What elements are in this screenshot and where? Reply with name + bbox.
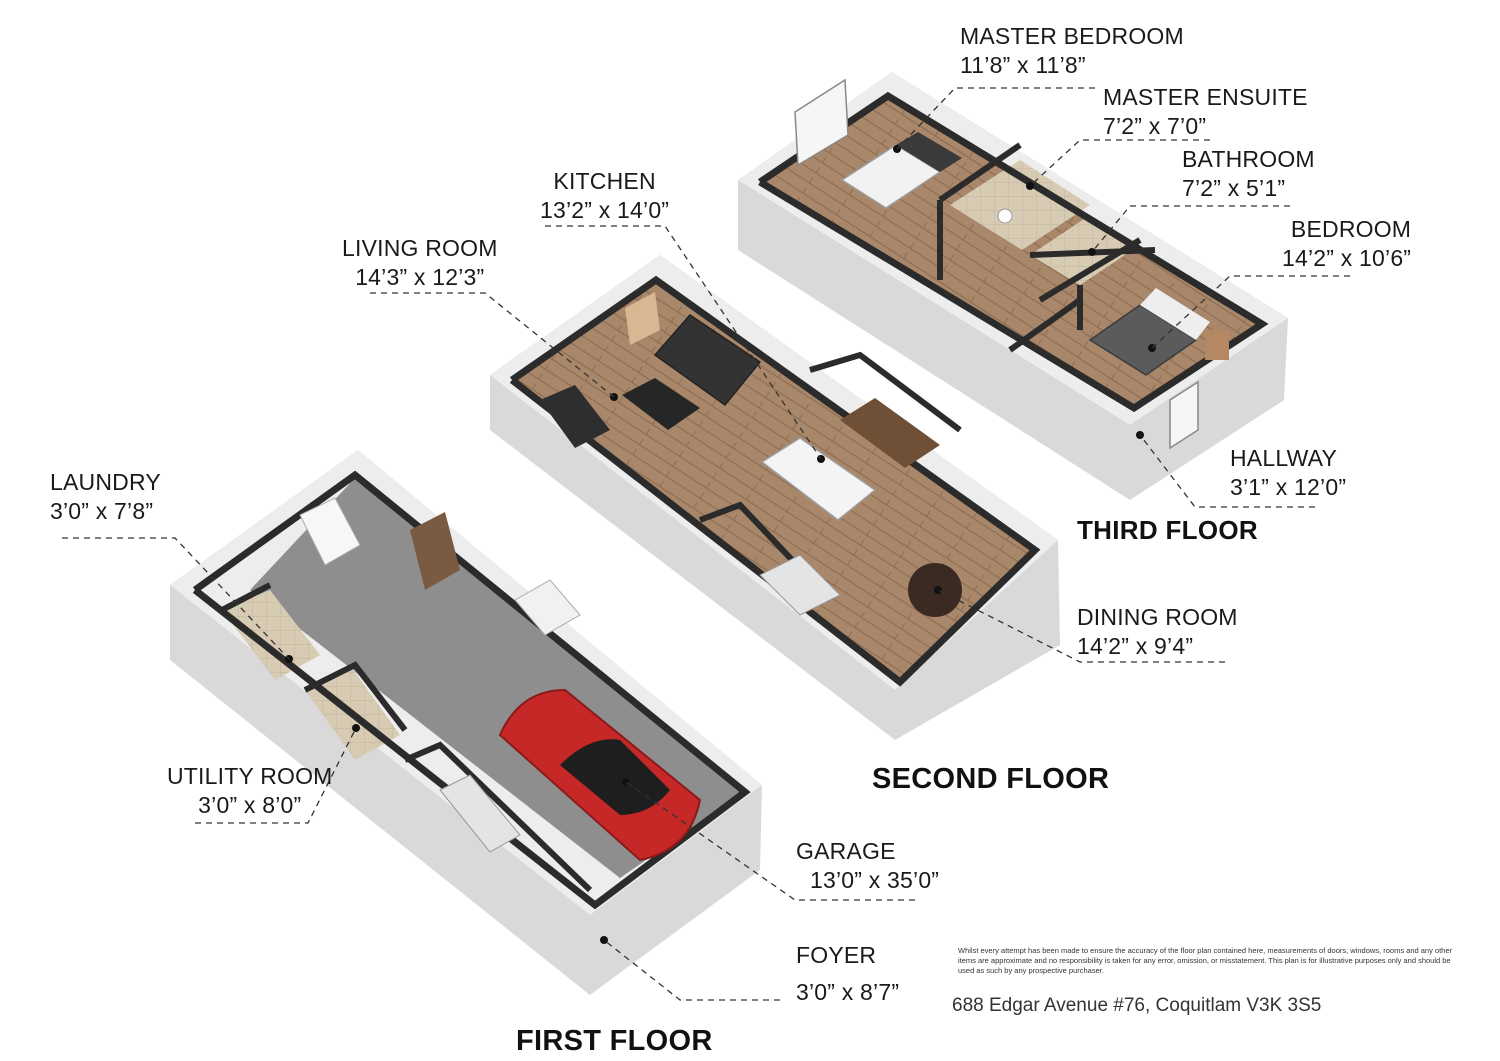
- foyer-marker: [600, 936, 608, 944]
- third-floor-plan: [738, 72, 1288, 500]
- master-bed: [840, 132, 962, 209]
- leader-living-room: [370, 292, 615, 398]
- label-garage: GARAGE 13’0” x 35’0”: [796, 837, 939, 895]
- stairs-first: [439, 774, 521, 853]
- stairs-second: [759, 554, 841, 616]
- laundry-name: LAUNDRY: [50, 469, 161, 495]
- coffee-table: [622, 378, 700, 430]
- kitchen-counter: [840, 398, 940, 468]
- leader-bathroom: [1091, 205, 1290, 253]
- label-laundry: LAUNDRY 3’0” x 7’8”: [50, 468, 161, 526]
- first-floor-plan: [170, 450, 762, 995]
- utility-room-marker: [352, 724, 360, 732]
- disclaimer-text: Whilst every attempt has been made to en…: [958, 946, 1453, 975]
- label-foyer: FOYER 3’0” x 8’7”: [796, 937, 899, 1011]
- label-utility-room: UTILITY ROOM 3’0” x 8’0”: [167, 762, 333, 820]
- first-floor-title: FIRST FLOOR: [516, 1025, 713, 1057]
- leader-bedroom: [1151, 275, 1350, 349]
- kitchen-island: [760, 437, 877, 521]
- living-room-sofa: [653, 314, 762, 407]
- foyer-name: FOYER: [796, 942, 877, 968]
- label-bedroom: BEDROOM 14’2” x 10’6”: [1282, 215, 1411, 273]
- kitchen-dims: 13’2” x 14’0”: [540, 197, 670, 223]
- label-master-ensuite: MASTER ENSUITE 7’2” x 7’0”: [1103, 83, 1308, 141]
- master-bedroom-name: MASTER BEDROOM: [960, 23, 1184, 49]
- label-kitchen: KITCHEN 13’2” x 14’0”: [540, 167, 669, 225]
- leader-foyer: [603, 939, 780, 1001]
- bedroom-name: BEDROOM: [1290, 216, 1412, 242]
- property-address: 688 Edgar Avenue #76, Coquitlam V3K 3S5: [952, 995, 1322, 1016]
- leader-lines: [62, 87, 1350, 1001]
- bedroom-dims: 14’2” x 10’6”: [1282, 245, 1412, 271]
- laundry-floor: [222, 590, 320, 680]
- leader-master-bedroom: [896, 87, 1095, 150]
- hallway-name: HALLWAY: [1230, 445, 1338, 471]
- dining-room-marker: [934, 586, 942, 594]
- red-car: [498, 688, 702, 862]
- living-room-dims: 14’3” x 12’3”: [355, 264, 485, 290]
- garage-marker: [622, 778, 630, 786]
- dining-room-dims: 14’2” x 9’4”: [1077, 633, 1194, 659]
- garage-dims: 13’0” x 35’0”: [810, 867, 940, 893]
- label-dining-room: DINING ROOM 14’2” x 9’4”: [1077, 603, 1238, 661]
- third-floor-window-right: [1169, 380, 1199, 450]
- leader-garage: [625, 781, 915, 901]
- bathroom-dims: 7’2” x 5’1”: [1182, 175, 1286, 201]
- master-ensuite-marker: [1026, 182, 1034, 190]
- first-floor-partitions: [220, 582, 593, 893]
- utility-room-dims: 3’0” x 8’0”: [198, 792, 302, 818]
- label-hallway: HALLWAY 3’1” x 12’0”: [1230, 444, 1346, 502]
- master-ensuite-name: MASTER ENSUITE: [1103, 84, 1308, 110]
- storage-shelf: [410, 512, 460, 590]
- third-floor-window-left: [794, 78, 849, 167]
- workbench: [514, 579, 581, 636]
- garage-name: GARAGE: [796, 838, 896, 864]
- laundry-dims: 3’0” x 7’8”: [50, 498, 154, 524]
- bedroom-bed: [1088, 288, 1210, 376]
- label-bathroom: BATHROOM 7’2” x 5’1”: [1182, 145, 1315, 203]
- living-room-name: LIVING ROOM: [342, 235, 498, 261]
- leader-utility-room: [195, 727, 357, 824]
- label-living-room: LIVING ROOM 14’3” x 12’3”: [342, 234, 498, 292]
- leader-laundry: [62, 537, 290, 660]
- bathroom-name: BATHROOM: [1182, 146, 1315, 172]
- foyer-dims: 3’0” x 8’7”: [796, 979, 900, 1005]
- dining-room-name: DINING ROOM: [1077, 604, 1238, 630]
- freezer: [299, 497, 361, 566]
- third-floor-title: THIRD FLOOR: [1077, 515, 1258, 545]
- master-ensuite-toilet: [997, 208, 1013, 224]
- leader-hallway: [1139, 434, 1315, 508]
- second-floor-interior: [512, 280, 1035, 682]
- bathroom-marker: [1088, 248, 1096, 256]
- label-master-bedroom: MASTER BEDROOM 11’8” x 11’8”: [960, 22, 1184, 80]
- bedroom-dresser: [1205, 330, 1229, 360]
- utility-room-name: UTILITY ROOM: [167, 763, 333, 789]
- second-floor-title: SECOND FLOOR: [872, 763, 1110, 795]
- master-bedroom-dims: 11’8” x 11’8”: [960, 52, 1086, 78]
- kitchen-name: KITCHEN: [553, 168, 656, 194]
- bookshelf: [625, 292, 660, 345]
- master-ensuite-floor: [950, 160, 1090, 250]
- master-ensuite-dims: 7’2” x 7’0”: [1103, 113, 1207, 139]
- leader-dining-room: [937, 589, 1225, 663]
- hallway-dims: 3’1” x 12’0”: [1230, 474, 1347, 500]
- second-floor-plan: [490, 255, 1060, 740]
- tv-console: [540, 385, 610, 448]
